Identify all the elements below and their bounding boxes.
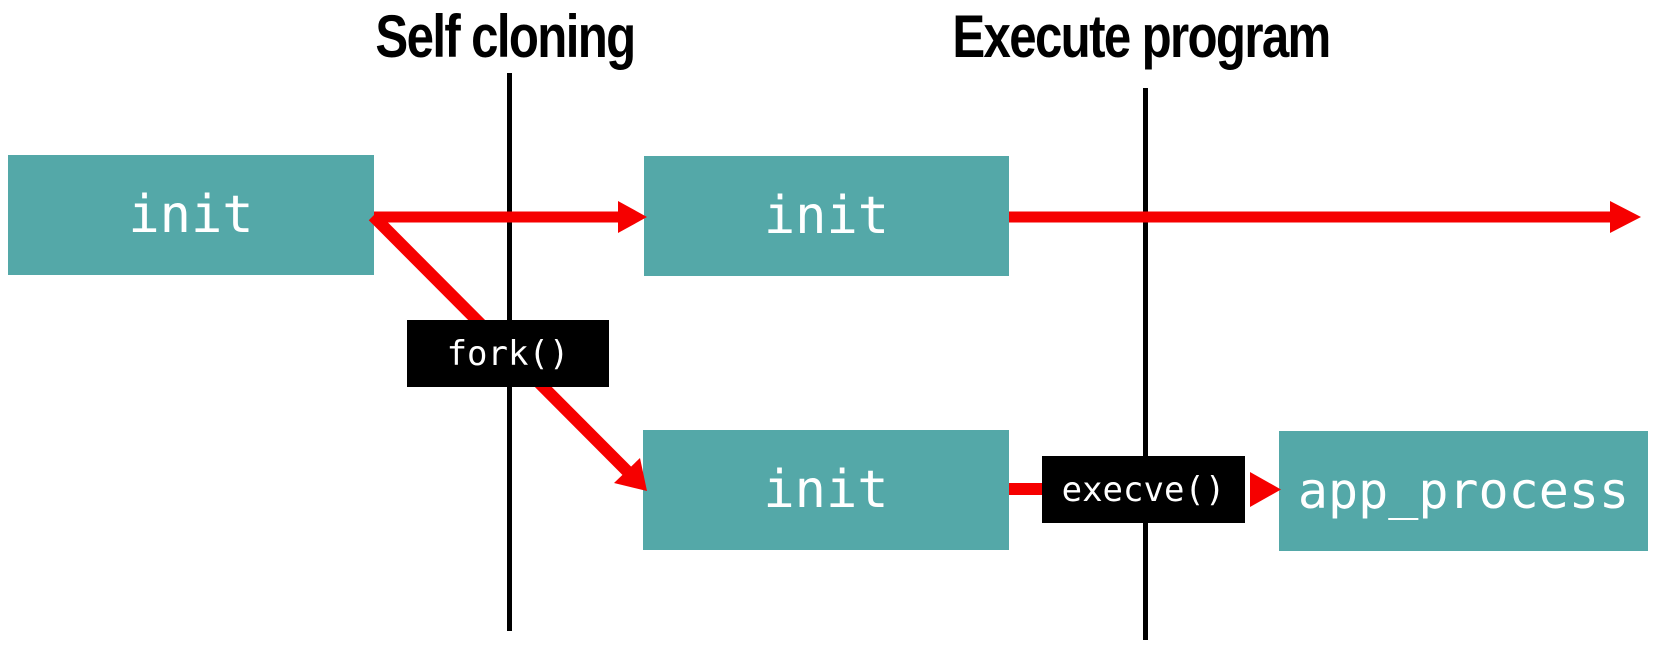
call-box-execve: execve() <box>1042 456 1245 523</box>
arrow-init-to-init-child <box>374 201 647 233</box>
phase-heading-self-cloning: Self cloning <box>375 3 636 70</box>
arrow-execve <box>1009 472 1281 507</box>
phase-heading-execute-program: Execute program <box>952 3 1331 70</box>
call-label-execve: execve() <box>1061 469 1226 510</box>
process-box-app-process: app_process <box>1279 431 1648 551</box>
process-box-init-parent: init <box>8 155 374 275</box>
call-box-fork: fork() <box>407 320 609 387</box>
process-label-init-parent: init <box>128 185 254 245</box>
arrow-init-child-continues <box>1009 201 1641 233</box>
process-label-init-child: init <box>763 186 890 246</box>
process-label-init-forked: init <box>763 460 889 520</box>
process-box-init-child: init <box>644 156 1009 276</box>
process-box-init-forked: init <box>643 430 1009 550</box>
call-label-fork: fork() <box>446 333 570 374</box>
process-label-app-process: app_process <box>1297 462 1630 520</box>
